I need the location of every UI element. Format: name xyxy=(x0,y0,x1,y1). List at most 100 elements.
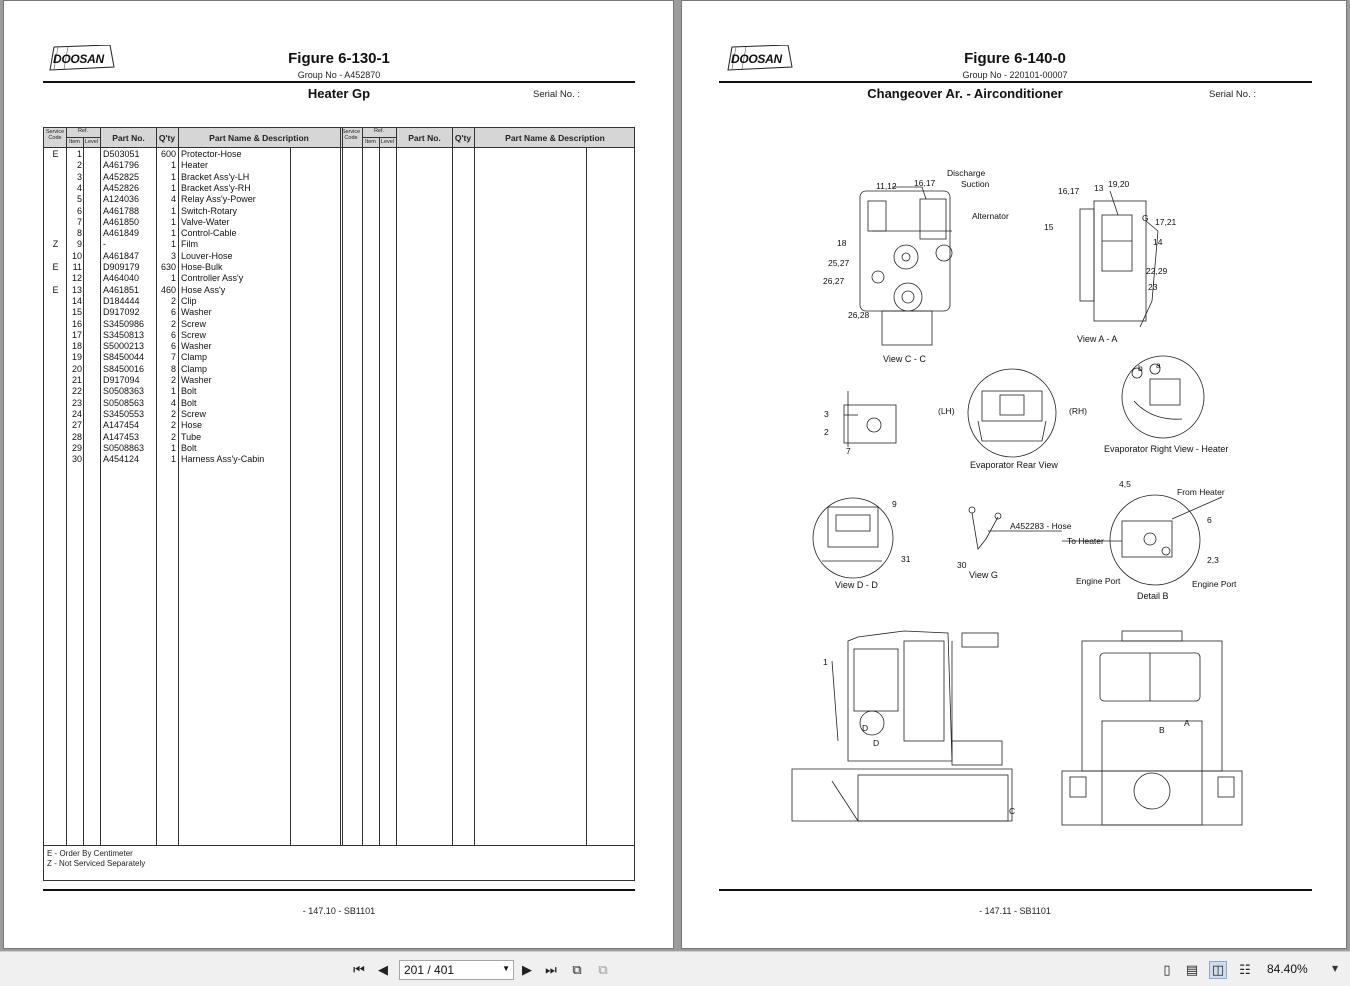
label-c: C xyxy=(1009,806,1016,816)
service-code-cell: E xyxy=(52,284,59,295)
continuous-facing-view-icon[interactable]: ☷ xyxy=(1239,962,1251,978)
header-service-code-2: Service Code xyxy=(341,129,361,141)
caption-evaporator-right: Evaporator Right View - Heater xyxy=(1104,444,1229,454)
caption-view-dd: View D - D xyxy=(835,580,878,590)
quantity-cell: 1 xyxy=(170,386,176,397)
description-cell: Screw xyxy=(181,408,207,419)
zoom-level[interactable]: 84.40% xyxy=(1267,962,1308,976)
engine-view-cc xyxy=(859,186,953,346)
label-25-27: 25,27 xyxy=(828,258,850,268)
header-rule xyxy=(719,81,1312,83)
part-number-cell: S3450986 xyxy=(103,318,145,329)
brand-name: DOOSAN xyxy=(53,52,104,66)
go-forward-view-icon[interactable]: ⧉ xyxy=(598,962,608,978)
label-30: 30 xyxy=(957,560,967,570)
doosan-logo: DOOSAN xyxy=(48,45,118,73)
part-number-cell: A461851 xyxy=(103,284,140,295)
continuous-view-icon[interactable]: ▤ xyxy=(1185,962,1199,978)
first-page-button[interactable]: ⏮ xyxy=(353,962,365,978)
serial-label: Serial No. : xyxy=(1209,89,1256,100)
part-number-cell: S0508563 xyxy=(103,397,145,408)
next-page-button[interactable]: ▶ xyxy=(522,962,532,978)
part-number-cell: D917094 xyxy=(103,375,140,385)
quantity-cell: 1 xyxy=(170,205,176,216)
header-qty-2: Q'ty xyxy=(454,133,472,143)
part-number-cell: S8450044 xyxy=(103,352,145,363)
header-ref: Ref. xyxy=(77,128,89,134)
item-cell: 27 xyxy=(71,420,82,431)
part-number-cell: A452826 xyxy=(103,182,140,193)
label-19-20: 19,20 xyxy=(1108,179,1130,189)
item-cell: 14 xyxy=(71,295,82,306)
page-number-input[interactable]: 201 / 401 ▼ xyxy=(399,960,514,980)
label-to-heater: To Heater xyxy=(1067,536,1104,546)
quantity-cell: 6 xyxy=(170,341,176,352)
quantity-cell: 2 xyxy=(170,431,176,442)
label-hose-ref: A452283 - Hose xyxy=(1010,521,1072,531)
label-18: 18 xyxy=(837,238,847,248)
header-service-code: Service Code xyxy=(45,129,65,141)
header-level: Level xyxy=(84,139,99,145)
description-cell: Screw xyxy=(181,329,207,340)
item-cell: 11 xyxy=(72,262,82,272)
single-page-view-icon[interactable]: ▯ xyxy=(1163,962,1171,978)
previous-page-button[interactable]: ◀ xyxy=(378,962,388,978)
item-cell: 17 xyxy=(71,329,82,340)
item-cell: 3 xyxy=(76,171,82,182)
last-page-button[interactable]: ⏭ xyxy=(545,962,557,978)
quantity-cell: 1 xyxy=(170,454,176,465)
label-engine-port-right: Engine Port xyxy=(1192,579,1237,589)
description-cell: Bracket Ass'y-RH xyxy=(181,182,251,193)
quantity-cell: 1 xyxy=(170,273,176,284)
facing-pages-view-icon[interactable]: ◫ xyxy=(1209,961,1227,979)
header-part-no-2: Part No. xyxy=(408,133,441,143)
go-back-view-icon[interactable]: ⧉ xyxy=(572,962,582,978)
evaporator-rear-view xyxy=(967,368,1057,458)
label-9: 9 xyxy=(892,499,897,509)
page-dropdown-icon[interactable]: ▼ xyxy=(502,964,510,973)
part-number-cell: S5000213 xyxy=(103,341,145,352)
part-number-cell: D909179 xyxy=(103,262,140,272)
label-15: 15 xyxy=(1044,222,1054,232)
description-cell: Hose-Bulk xyxy=(181,262,223,272)
label-b: b xyxy=(1138,363,1143,373)
group-number: Group No - A452870 xyxy=(297,70,381,80)
description-cell: Louver-Hose xyxy=(181,250,233,261)
quantity-cell: 2 xyxy=(170,420,176,431)
brand-name: DOOSAN xyxy=(731,52,782,66)
quantity-cell: 1 xyxy=(170,442,176,453)
zoom-dropdown-icon[interactable]: ▼ xyxy=(1332,964,1339,973)
description-cell: Control-Cable xyxy=(181,228,237,239)
description-cell: Washer xyxy=(181,307,212,318)
table-notes: E - Order By Centimeter Z - Not Serviced… xyxy=(44,845,634,881)
engine-view-aa xyxy=(1079,190,1159,328)
quantity-cell: 1 xyxy=(170,160,176,171)
label-a: a xyxy=(1156,360,1161,370)
quantity-cell: 7 xyxy=(170,352,176,363)
label-suction: Suction xyxy=(961,179,990,189)
footer-rule xyxy=(719,889,1312,891)
serial-label: Serial No. : xyxy=(533,89,580,100)
label-13: 13 xyxy=(1094,183,1104,193)
part-number-cell: S3450553 xyxy=(103,408,145,419)
description-cell: Clamp xyxy=(181,352,208,363)
label-rh: (RH) xyxy=(1069,406,1087,416)
item-cell: 2 xyxy=(76,160,82,171)
quantity-cell: 1 xyxy=(170,171,176,182)
header-ref-2: Ref. xyxy=(373,128,385,134)
item-cell: 13 xyxy=(71,284,82,295)
item-cell: 23 xyxy=(71,397,82,408)
description-cell: Heater xyxy=(181,160,209,171)
description-cell: Washer xyxy=(181,375,212,385)
label-alternator: Alternator xyxy=(972,211,1009,221)
part-number-cell: A147454 xyxy=(103,420,140,431)
